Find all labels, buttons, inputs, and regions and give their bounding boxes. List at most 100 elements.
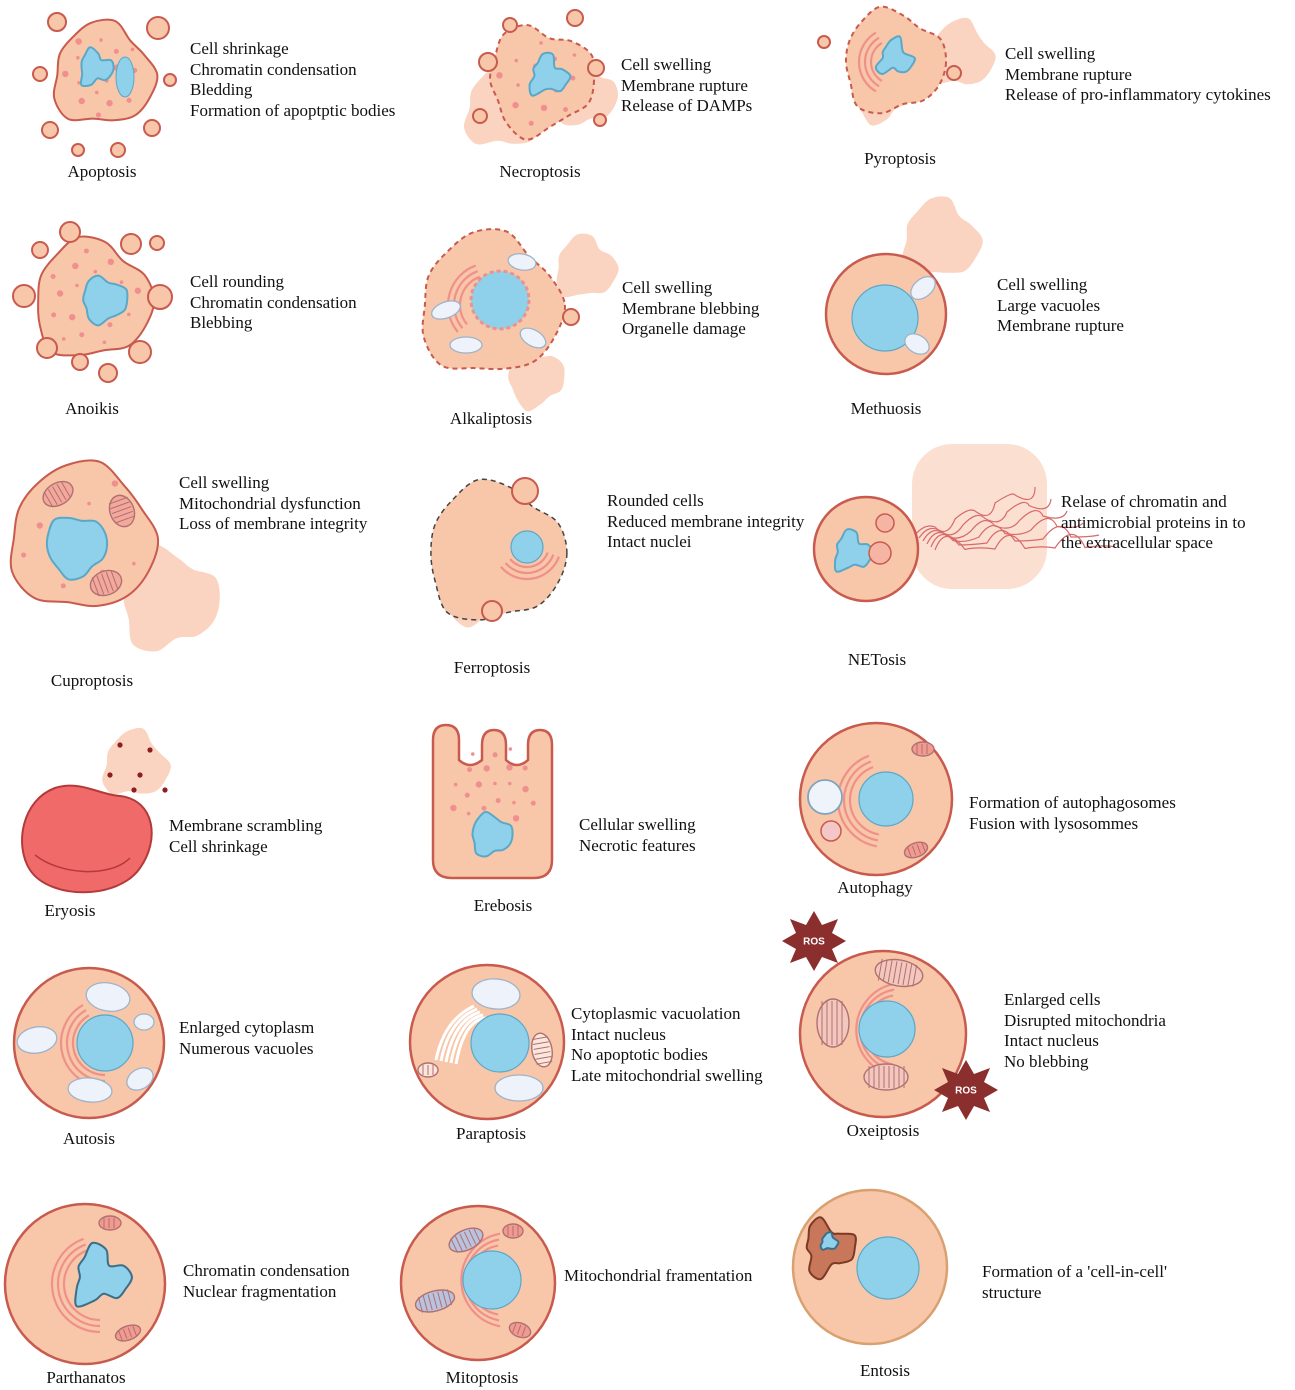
- apoptotic-body: [144, 120, 160, 136]
- granule: [79, 332, 84, 337]
- mitochondrion: [817, 999, 849, 1047]
- bleb: [13, 285, 35, 307]
- feature-text: Fusion with lysosommes: [969, 814, 1176, 835]
- granule: [467, 812, 471, 816]
- apoptotic-body: [164, 74, 176, 86]
- hemoglobin-particle: [131, 787, 136, 792]
- ros-badge: ROS: [934, 1060, 998, 1120]
- feature-text: Membrane rupture: [1005, 65, 1271, 86]
- apoptotic-body: [42, 122, 58, 138]
- feature-text: Reduced membrane integrity: [607, 512, 804, 533]
- methuosis-features: Cell swelling Large vacuoles Membrane ru…: [997, 275, 1124, 337]
- autophagosome: [808, 780, 842, 814]
- erebosis-label: Erebosis: [474, 896, 533, 916]
- feature-text: Nuclear fragmentation: [183, 1282, 350, 1303]
- erebosis-illustration: [433, 725, 552, 878]
- cuproptosis-label: Cuproptosis: [51, 671, 133, 691]
- nucleus: [77, 1015, 133, 1071]
- granule: [513, 815, 519, 821]
- bleb: [121, 234, 141, 254]
- apoptotic-body: [147, 17, 169, 39]
- apoptosis-illustration: [33, 13, 176, 157]
- granule: [107, 322, 112, 327]
- feature-text: Release of DAMPs: [621, 96, 752, 117]
- feature-text: Large vacuoles: [997, 296, 1124, 317]
- nucleus-fragment: [116, 57, 134, 97]
- granule: [496, 798, 501, 803]
- netosis-label: NETosis: [848, 650, 906, 670]
- bleb: [60, 222, 80, 242]
- granule: [869, 542, 891, 564]
- mitoptosis-features: Mitochondrial framentation: [564, 1266, 752, 1287]
- feature-text: Cell swelling: [179, 473, 367, 494]
- granule: [69, 314, 75, 320]
- granule: [573, 53, 577, 57]
- granule: [135, 288, 141, 294]
- feature-text: Bledding: [190, 80, 395, 101]
- bleb: [37, 338, 57, 358]
- parthanatos-label: Parthanatos: [46, 1368, 125, 1388]
- feature-text: Blebbing: [190, 313, 357, 334]
- parthanatos-illustration: [5, 1204, 165, 1364]
- granule: [61, 583, 66, 588]
- bleb: [482, 601, 502, 621]
- bleb: [32, 242, 48, 258]
- bleb: [72, 354, 88, 370]
- feature-text: antimicrobial proteins in to: [1061, 513, 1246, 534]
- autosis-illustration: [14, 968, 164, 1118]
- methuosis-illustration: [826, 196, 983, 374]
- feature-text: Cell shrinkage: [190, 39, 395, 60]
- granule: [57, 290, 63, 296]
- granule: [76, 56, 80, 60]
- autosis-label: Autosis: [63, 1129, 115, 1149]
- granule: [523, 766, 528, 771]
- granule: [493, 752, 498, 757]
- feature-text: Formation of a 'cell-in-cell': [982, 1262, 1167, 1283]
- membrane-fragment: [588, 60, 604, 76]
- granule: [481, 806, 486, 811]
- alkaliptosis-features: Cell swelling Membrane blebbing Organell…: [622, 278, 759, 340]
- granule: [96, 112, 101, 117]
- granule: [79, 98, 85, 104]
- nucleus: [859, 772, 913, 826]
- feature-text: Intact nucleus: [571, 1025, 763, 1046]
- granule: [51, 312, 56, 317]
- membrane-fragment: [567, 10, 583, 26]
- alkaliptosis-label: Alkaliptosis: [450, 409, 532, 429]
- hemoglobin-particle: [117, 742, 122, 747]
- mitochondrion-body: [912, 742, 934, 756]
- granule: [87, 502, 91, 506]
- membrane-fragment: [473, 109, 487, 123]
- feature-text: Late mitochondrial swelling: [571, 1066, 763, 1087]
- bleb: [129, 341, 151, 363]
- cell-membrane: [431, 479, 567, 620]
- feature-text: Chromatin condensation: [190, 60, 395, 81]
- feature-text: Enlarged cells: [1004, 990, 1166, 1011]
- cuproptosis-features: Cell swelling Mitochondrial dysfunction …: [179, 473, 367, 535]
- hemoglobin-particle: [107, 772, 112, 777]
- feature-text: Chromatin condensation: [190, 293, 357, 314]
- mitochondrion: [503, 1224, 523, 1238]
- paraptosis-label: Paraptosis: [456, 1124, 526, 1144]
- granule: [127, 313, 131, 317]
- granule: [509, 747, 513, 751]
- red-blood-cell: [22, 786, 152, 893]
- feature-text: No blebbing: [1004, 1052, 1166, 1073]
- feature-text: Organelle damage: [622, 319, 759, 340]
- parthanatos-features: Chromatin condensation Nuclear fragmenta…: [183, 1261, 350, 1302]
- feature-text: Membrane rupture: [997, 316, 1124, 337]
- apoptosis-label: Apoptosis: [68, 162, 137, 182]
- apoptotic-body: [33, 67, 47, 81]
- oxeiptosis-illustration: ROS ROS: [782, 911, 998, 1120]
- bleb: [99, 364, 117, 382]
- granule: [506, 764, 512, 770]
- nucleus: [471, 1014, 529, 1072]
- granule: [476, 781, 482, 787]
- granule: [112, 480, 118, 486]
- hemoglobin-particle: [147, 747, 152, 752]
- feature-text: Release of pro-inflammatory cytokines: [1005, 85, 1271, 106]
- anoikis-illustration: [13, 222, 172, 382]
- feature-text: Membrane scrambling: [169, 816, 322, 837]
- hemoglobin-particle: [162, 787, 167, 792]
- autosis-features: Enlarged cytoplasm Numerous vacuoles: [179, 1018, 314, 1059]
